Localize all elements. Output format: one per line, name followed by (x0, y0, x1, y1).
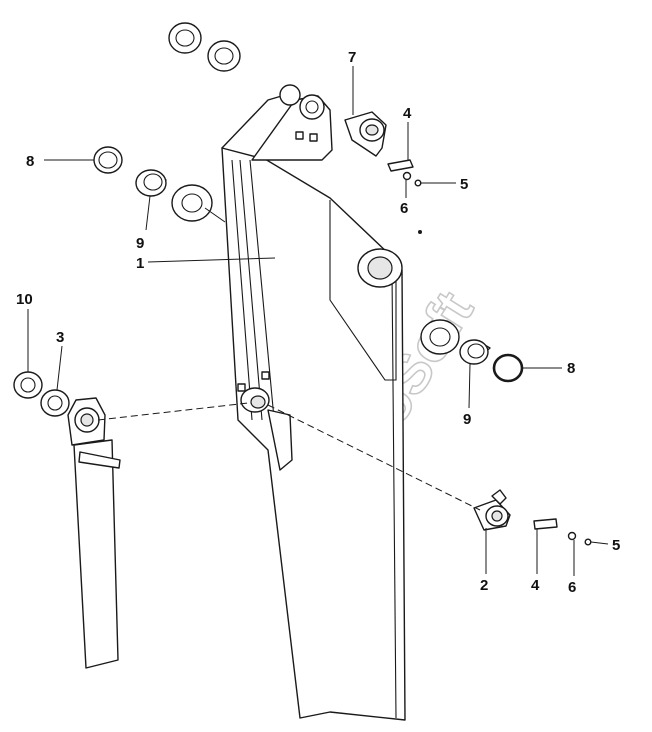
washer-left[interactable] (171, 184, 213, 222)
callout-1: 1 (136, 255, 144, 272)
nut-6-top[interactable] (402, 171, 412, 181)
callout-6-top: 6 (400, 200, 408, 217)
bolt-5-bottom[interactable] (584, 538, 592, 546)
dot-marker (418, 230, 422, 234)
leader-lines (27, 66, 609, 576)
callout-6-bottom: 6 (568, 579, 576, 596)
bushing-9-left[interactable] (135, 169, 167, 197)
callout-3: 3 (56, 329, 64, 346)
washer-right[interactable] (420, 319, 460, 355)
arm-body[interactable] (221, 84, 406, 721)
callout-5-top: 5 (460, 176, 468, 193)
o-ring-8-right[interactable] (492, 353, 524, 383)
nut-6-bottom[interactable] (567, 531, 577, 541)
retainer-plate-4-top[interactable] (387, 159, 414, 172)
callout-9-right: 9 (463, 411, 471, 428)
callout-labels: 8 9 1 7 4 5 6 10 3 9 8 2 4 6 5 (16, 49, 620, 596)
shim-washers-top[interactable] (168, 22, 241, 72)
pin-7[interactable] (344, 111, 387, 157)
callout-4-bottom: 4 (531, 577, 540, 594)
bolt-5-top[interactable] (414, 179, 422, 187)
callout-8-left: 8 (26, 153, 34, 170)
retainer-plate-4-bottom[interactable] (533, 518, 558, 530)
assembly-lines (97, 402, 481, 511)
callout-7: 7 (348, 49, 356, 66)
callout-2: 2 (480, 577, 488, 594)
washer-10[interactable] (13, 371, 43, 399)
bushing-8-left[interactable] (93, 146, 123, 174)
pin-2[interactable] (473, 489, 511, 531)
callout-10: 10 (16, 291, 33, 308)
washer-3[interactable] (40, 389, 70, 417)
hydraulic-cylinder[interactable] (67, 397, 121, 669)
bushing-9-right[interactable] (459, 339, 491, 365)
callout-4-top: 4 (403, 105, 412, 122)
callout-9-left: 9 (136, 235, 144, 252)
callout-5-bottom: 5 (612, 537, 620, 554)
callout-8-right: 8 (567, 360, 575, 377)
